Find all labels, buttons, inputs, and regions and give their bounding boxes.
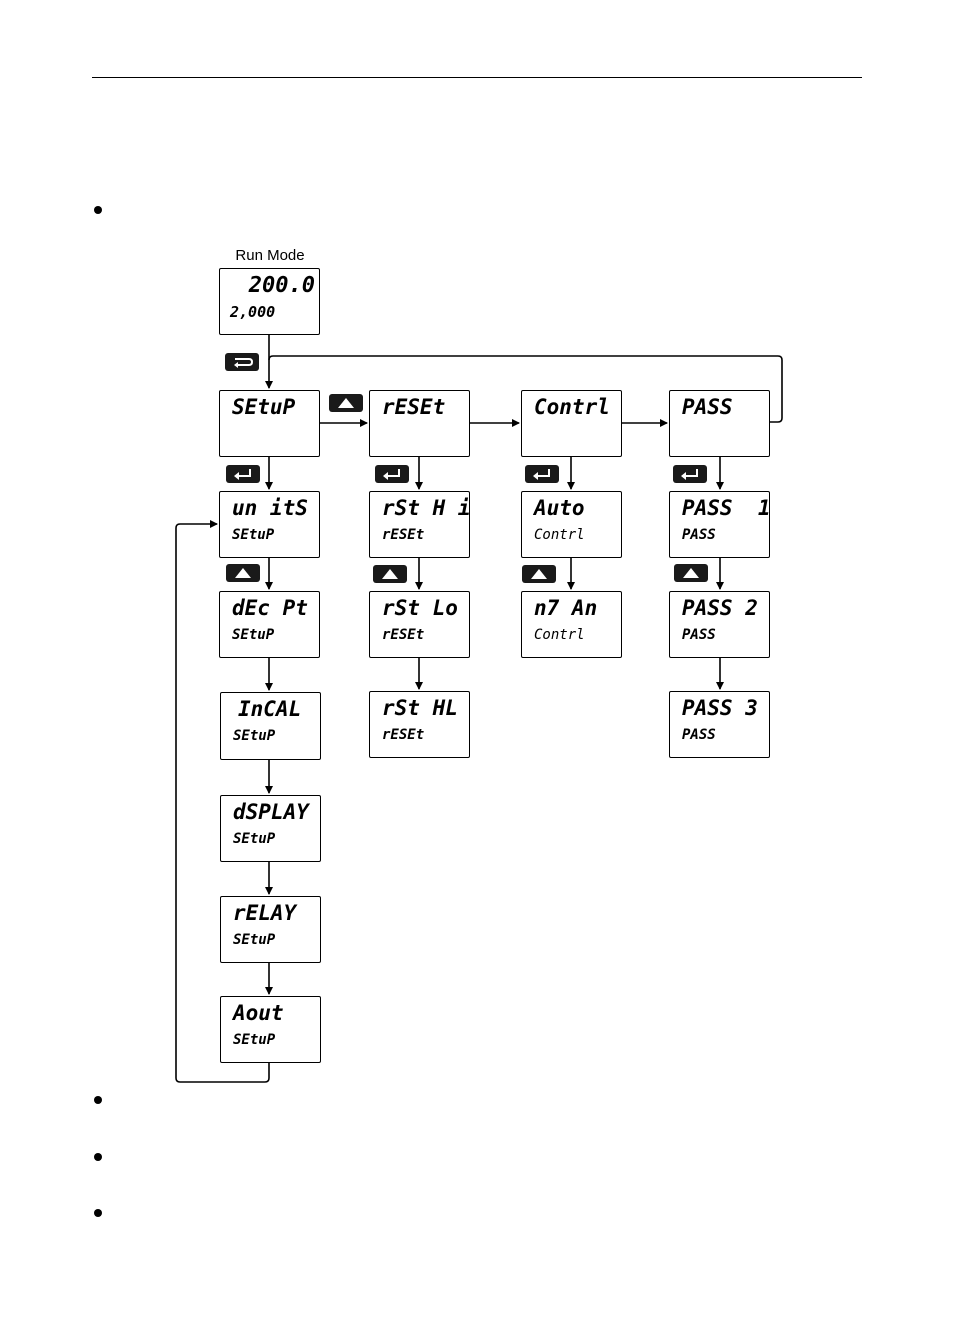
rst-hi-sublabel: rESEt: [382, 527, 425, 543]
display-sublabel: SEtuP: [233, 831, 276, 847]
control-label: Contrl: [534, 395, 610, 419]
display-label: dSPLAY: [233, 800, 309, 824]
up-key-setup-icon[interactable]: [329, 394, 363, 412]
pass-display[interactable]: PASS: [669, 390, 770, 457]
rst-hi-display[interactable]: rSt H i rESEt: [369, 491, 471, 558]
manual-sublabel: Contrl: [534, 627, 585, 643]
up-key-pass-icon[interactable]: [674, 564, 708, 582]
menu-key-icon[interactable]: [225, 353, 259, 371]
pass1-display[interactable]: PASS 1 PASS: [669, 491, 771, 558]
units-sublabel: SEtuP: [232, 527, 275, 543]
pass1-label: PASS 1: [682, 496, 771, 520]
aout-sublabel: SEtuP: [233, 1032, 276, 1048]
bullet-1: [94, 206, 102, 214]
reset-label: rESEt: [382, 395, 446, 419]
rst-hl-sublabel: rESEt: [382, 727, 425, 743]
up-arrow-icon: [235, 568, 251, 578]
bullet-4: [94, 1209, 102, 1217]
incal-display[interactable]: InCAL SEtuP: [220, 692, 321, 760]
incal-sublabel: SEtuP: [233, 728, 276, 744]
pass2-label: PASS 2: [682, 596, 758, 620]
relay-sublabel: SEtuP: [233, 932, 276, 948]
menu-loop-icon: [234, 358, 254, 368]
rst-hi-label: rSt H i: [382, 496, 471, 520]
pass3-label: PASS 3: [682, 696, 758, 720]
up-arrow-icon: [338, 398, 354, 408]
up-arrow-icon: [683, 568, 699, 578]
enter-key-control-icon[interactable]: [525, 465, 559, 483]
auto-label: Auto: [534, 496, 585, 520]
auto-sublabel: Contrl: [534, 527, 585, 543]
enter-key-reset-icon[interactable]: [375, 465, 409, 483]
up-key-units-icon[interactable]: [226, 564, 260, 582]
bullet-2: [94, 1096, 102, 1104]
dec-pt-label: dEc Pt: [232, 596, 308, 620]
dec-pt-display[interactable]: dEc Pt SEtuP: [219, 591, 320, 658]
rst-lo-display[interactable]: rSt Lo rESEt: [369, 591, 470, 658]
header-rule: [92, 77, 862, 78]
pass3-sublabel: PASS: [682, 727, 716, 743]
rst-hl-label: rSt HL: [382, 696, 458, 720]
up-key-rst-icon[interactable]: [373, 565, 407, 583]
pass1-sublabel: PASS: [682, 527, 716, 543]
aout-label: Aout: [233, 1001, 284, 1025]
up-arrow-icon: [531, 569, 547, 579]
up-key-auto-icon[interactable]: [522, 565, 556, 583]
pass2-sublabel: PASS: [682, 627, 716, 643]
reset-display[interactable]: rESEt: [369, 390, 470, 457]
enter-key-setup-icon[interactable]: [226, 465, 260, 483]
rst-lo-sublabel: rESEt: [382, 627, 425, 643]
relay-label: rELAY: [233, 901, 297, 925]
pass2-display[interactable]: PASS 2 PASS: [669, 591, 770, 658]
run-mode-value: 200.0: [248, 273, 315, 298]
rst-lo-label: rSt Lo: [382, 596, 458, 620]
dec-pt-sublabel: SEtuP: [232, 627, 275, 643]
pass3-display[interactable]: PASS 3 PASS: [669, 691, 770, 758]
enter-key-pass-icon[interactable]: [673, 465, 707, 483]
enter-arrow-icon: [681, 469, 698, 480]
up-arrow-icon: [382, 569, 398, 579]
manual-label: n7 An: [534, 596, 598, 620]
auto-display[interactable]: Auto Contrl: [521, 491, 622, 558]
rst-hl-display[interactable]: rSt HL rESEt: [369, 691, 470, 758]
enter-arrow-icon: [234, 469, 251, 480]
units-label: un itS: [232, 496, 308, 520]
enter-arrow-icon: [383, 469, 400, 480]
bullet-3: [94, 1153, 102, 1161]
run-mode-count: 2,000: [230, 303, 276, 321]
run-mode-caption: Run Mode: [235, 247, 305, 264]
units-display[interactable]: un itS SEtuP: [219, 491, 320, 558]
setup-label: SEtuP: [232, 395, 296, 419]
display-display[interactable]: dSPLAY SEtuP: [220, 795, 321, 862]
relay-display[interactable]: rELAY SEtuP: [220, 896, 321, 963]
pass-label: PASS: [682, 395, 733, 419]
manual-display[interactable]: n7 An Contrl: [521, 591, 622, 658]
setup-display[interactable]: SEtuP: [219, 390, 320, 457]
control-display[interactable]: Contrl: [521, 390, 622, 457]
aout-display[interactable]: Aout SEtuP: [220, 996, 321, 1063]
incal-label: InCAL: [238, 697, 302, 721]
enter-arrow-icon: [533, 469, 550, 480]
run-mode-display: 200.0 2,000: [219, 268, 320, 335]
